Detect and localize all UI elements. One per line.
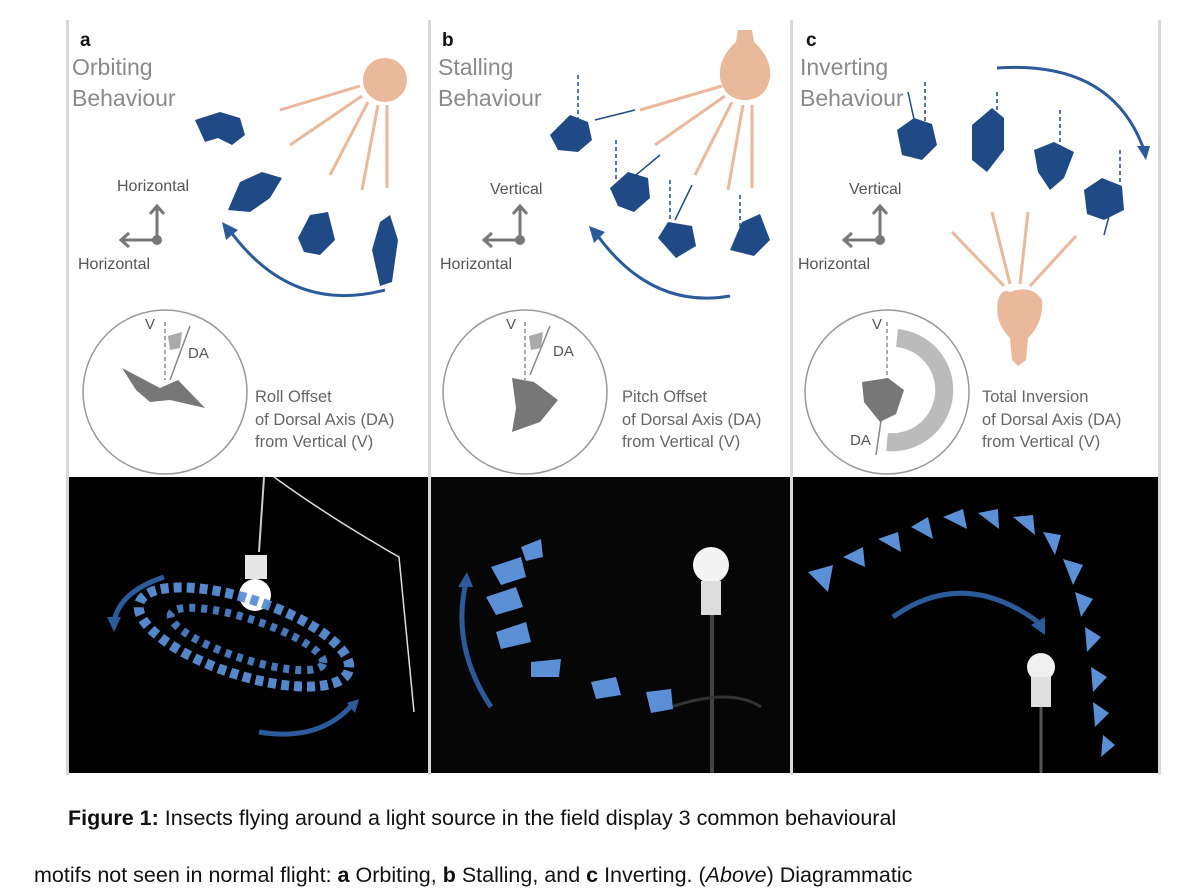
panel-c-axes — [841, 203, 889, 249]
panel-c-label: c — [806, 30, 817, 51]
panel-a-light-diagram — [82, 58, 407, 475]
panel-c-inset-da-label: DA — [850, 432, 871, 449]
panel-a-inset-da-label: DA — [188, 345, 209, 362]
moth-icons — [195, 112, 398, 286]
panel-b-axes — [481, 203, 529, 249]
panel-c-title: Inverting Behaviour — [800, 52, 904, 114]
moth-icon — [972, 108, 1004, 172]
moth-icon — [372, 215, 398, 286]
panel-a-offset-line3: from Vertical (V) — [255, 433, 374, 451]
caption-line2-text-g: Inverting. ( — [598, 863, 706, 887]
light-source-icon — [363, 58, 407, 102]
inversion-arc — [886, 329, 954, 452]
panel-c-offset-text: Total Inversion of Dorsal Axis (DA) from… — [982, 386, 1121, 454]
panel-b-inset-circle — [442, 309, 608, 475]
panel-a-inset-circle — [82, 309, 248, 475]
panel-a-offset-line2: of Dorsal Axis (DA) — [255, 410, 395, 429]
panel-divider-right — [1158, 20, 1161, 775]
inset-moth-icon — [122, 368, 205, 408]
caption-bold-a: a — [337, 863, 350, 887]
panel-a-inset-v-label: V — [145, 316, 156, 333]
inset-moth-icon — [512, 378, 558, 432]
caption-bold-c: c — [586, 863, 599, 887]
panel-b-title: Stalling Behaviour — [438, 52, 542, 114]
panel-divider-ab — [428, 20, 431, 775]
panel-a-offset-text: Roll Offset of Dorsal Axis (DA) from Ver… — [255, 386, 394, 454]
panel-a-title-line2: Behaviour — [72, 85, 176, 111]
light-rays — [639, 84, 754, 191]
moth-icon — [195, 112, 245, 145]
panel-a-offset-line1: Roll Offset — [255, 388, 332, 406]
panel-b-offset-line2: of Dorsal Axis (DA) — [622, 410, 762, 429]
moth-icon — [897, 118, 937, 160]
moth-icon — [610, 172, 650, 212]
panel-b-inset-da-label: DA — [553, 343, 574, 360]
caption-line2-text-i: ) Diagrammatic — [766, 863, 913, 887]
panel-c-title-line2: Behaviour — [800, 85, 904, 111]
panel-b-offset-text: Pitch Offset of Dorsal Axis (DA) from Ve… — [622, 386, 761, 454]
caption-line2-text-c: Orbiting, — [349, 863, 443, 887]
invert-arrow — [996, 65, 1146, 151]
moth-icon — [298, 212, 335, 255]
moth-trail — [808, 509, 1115, 757]
moth-icons — [550, 115, 770, 258]
panel-b-label: b — [442, 30, 454, 51]
moth-trail — [486, 539, 673, 713]
light-rays — [279, 84, 389, 191]
orbit-arrow — [226, 227, 386, 298]
panel-b-axis-left-label: Horizontal — [440, 256, 513, 273]
light-bulb-icon — [719, 30, 771, 100]
panel-a-label: a — [80, 30, 91, 51]
panel-c-offset-line2: of Dorsal Axis (DA) — [982, 410, 1122, 429]
panel-c-offset-line3: from Vertical (V) — [982, 433, 1101, 451]
panel-c-inset-v-label: V — [872, 316, 883, 333]
moth-icons — [897, 108, 1124, 220]
moth-icon — [550, 115, 592, 152]
panel-b-inset-v-label: V — [506, 316, 517, 333]
caption-line2-text-e: Stalling, and — [455, 863, 587, 887]
panel-c-axis-left-label: Horizontal — [798, 256, 871, 273]
panel-b-offset-line1: Pitch Offset — [622, 388, 707, 406]
figure-label: Figure 1: — [68, 806, 159, 830]
figure-caption-line2: motifs not seen in normal flight: a Orbi… — [34, 863, 1200, 888]
panel-b-light-diagram — [442, 30, 771, 475]
panel-a-axis-up-label: Horizontal — [117, 178, 190, 195]
moth-icon — [730, 214, 770, 256]
panel-b-axis-up-label: Vertical — [490, 181, 543, 198]
panel-b-title-line2: Behaviour — [438, 85, 542, 111]
panel-c-axis-up-label: Vertical — [849, 181, 902, 198]
caption-line2-text-a: motifs not seen in normal flight: — [34, 863, 338, 887]
panel-a-axes — [118, 203, 166, 249]
panel-a-title: Orbiting Behaviour — [72, 52, 176, 114]
stall-arrow — [593, 231, 731, 300]
stalling-vectors — [577, 75, 741, 240]
panel-c-offset-line1: Total Inversion — [982, 388, 1089, 406]
inset-moth-icon — [862, 378, 904, 422]
panel-c-inset-circle — [804, 309, 970, 475]
panel-c-title-line1: Inverting — [800, 54, 889, 80]
panel-c-light-diagram — [804, 65, 1150, 475]
light-rays — [950, 211, 1078, 288]
moth-icon — [1034, 142, 1074, 190]
panel-a-axis-left-label: Horizontal — [78, 256, 151, 273]
panel-b-title-line1: Stalling — [438, 54, 514, 80]
panel-divider-left — [66, 20, 69, 775]
panel-b-photo — [431, 477, 790, 773]
moth-icon — [228, 172, 282, 212]
panel-b-offset-line3: from Vertical (V) — [622, 433, 741, 451]
caption-line1-text: Insects flying around a light source in … — [158, 806, 897, 830]
panel-c-photo — [793, 477, 1158, 773]
light-bulb-icon — [997, 289, 1043, 366]
panel-divider-bc — [790, 20, 793, 775]
panel-a-photo — [69, 477, 428, 773]
moth-icon — [658, 222, 696, 258]
caption-bold-b: b — [442, 863, 456, 887]
caption-italic-above: Above — [705, 863, 767, 887]
figure-caption-line1: Figure 1: Insects flying around a light … — [68, 806, 1200, 831]
panel-a-title-line1: Orbiting — [72, 54, 153, 80]
moth-icon — [1084, 178, 1124, 220]
moth-trail — [133, 582, 355, 692]
